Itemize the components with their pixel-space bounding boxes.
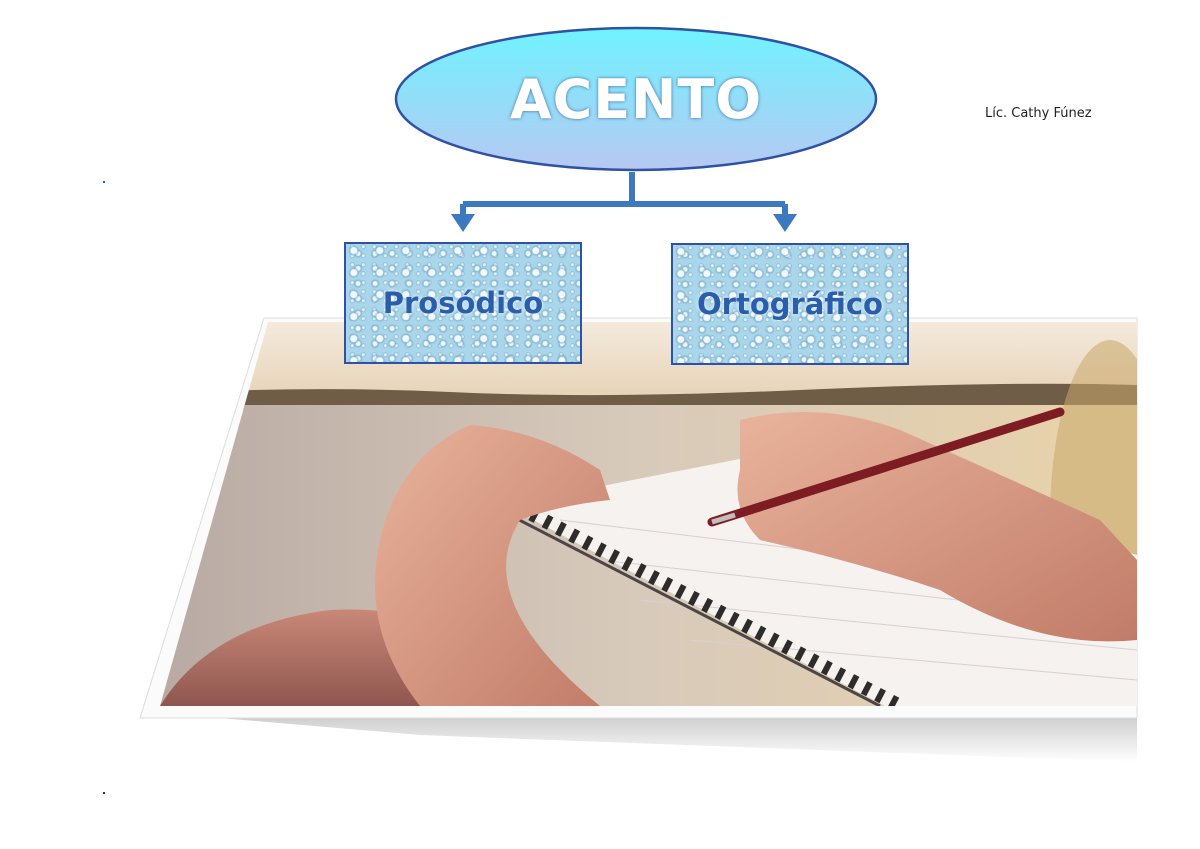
node-ortografico-label: Ortográfico <box>697 287 883 321</box>
arrow-left-head <box>451 214 475 232</box>
author-credit: Líc. Cathy Fúnez <box>985 106 1092 121</box>
stray-mark-top <box>103 181 105 183</box>
root-ellipse <box>394 26 878 172</box>
node-ortografico: Ortográfico <box>671 243 909 365</box>
stray-mark-bottom <box>103 792 105 794</box>
node-prosodico: Prosódico <box>344 242 582 364</box>
root-node-label: ACENTO <box>509 67 763 131</box>
node-prosodico-label: Prosódico <box>382 286 544 320</box>
arrow-right-head <box>773 214 797 232</box>
photo-shadow <box>150 712 1137 762</box>
